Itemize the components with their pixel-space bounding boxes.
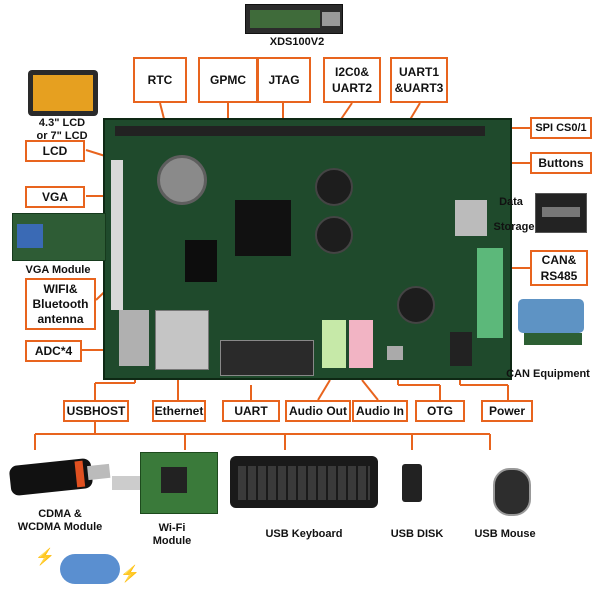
vga-module-caption: VGA Module <box>25 264 91 276</box>
audio-in-label: Audio In <box>352 400 408 422</box>
lightning-icon: ⚡ <box>35 549 55 566</box>
can-equipment-image <box>512 295 590 353</box>
db9-port <box>220 340 314 376</box>
otg-port <box>387 346 403 360</box>
spi-label: SPI CS0/1 <box>530 117 592 139</box>
data-storage-line1: Data <box>499 196 523 208</box>
keyboard-image <box>230 456 378 508</box>
ethernet-label: Ethernet <box>152 400 206 422</box>
usb-keyboard-caption: USB Keyboard <box>265 528 343 540</box>
adc-label: ADC*4 <box>25 340 82 362</box>
audio-out-jack <box>322 320 346 368</box>
buttons-label: Buttons <box>530 152 592 174</box>
usb-mouse-caption: USB Mouse <box>474 528 536 540</box>
power-jack <box>450 332 472 366</box>
uart-label: UART <box>222 400 280 422</box>
vga-label: VGA <box>25 186 85 208</box>
sd-card-image <box>535 193 587 233</box>
audio-out-label: Audio Out <box>285 400 351 422</box>
can-terminal <box>477 248 503 338</box>
xds100v2-caption: XDS100V2 <box>269 36 325 48</box>
i2c-uart2-label: I2C0& UART2 <box>323 57 381 103</box>
rtc-label: RTC <box>133 57 187 103</box>
wifi-module-caption: Wi-Fi Module <box>152 522 192 547</box>
ram-chip <box>185 240 217 282</box>
cpu-chip <box>235 200 291 256</box>
wifi-bluetooth-label: WIFI& Bluetooth antenna <box>25 278 96 330</box>
rtc-battery <box>157 155 207 205</box>
usb-disk-caption: USB DISK <box>390 528 444 540</box>
mouse-image <box>493 468 531 516</box>
can-equipment-caption: CAN Equipment <box>506 368 590 380</box>
gpmc-label: GPMC <box>198 57 258 103</box>
vga-module-image <box>12 213 106 261</box>
uart1-uart3-label: UART1 &UART3 <box>390 57 448 103</box>
xds100v2-image <box>245 4 343 34</box>
lcd-screen-image <box>28 70 98 116</box>
power-label: Power <box>481 400 533 422</box>
usb-plug-image <box>112 476 140 490</box>
capacitor <box>315 168 353 206</box>
board <box>103 118 512 380</box>
sd-slot <box>455 200 487 236</box>
otg-label: OTG <box>415 400 465 422</box>
jtag-label: JTAG <box>257 57 311 103</box>
lcd-label: LCD <box>25 140 85 162</box>
lightning-icon: ⚡ <box>120 566 140 583</box>
cdma-caption: CDMA & WCDMA Module <box>17 508 103 533</box>
usb-disk-image <box>402 464 422 502</box>
cloud-image <box>60 554 120 584</box>
usbhost-label: USBHOST <box>63 400 129 422</box>
capacitor <box>315 216 353 254</box>
capacitor <box>397 286 435 324</box>
audio-in-jack <box>349 320 373 368</box>
lcd-connector <box>111 160 123 310</box>
ethernet-port <box>155 310 209 370</box>
data-storage-line2: Storage <box>493 221 535 233</box>
header-strip <box>115 126 485 136</box>
lcd-caption: 4.3" LCD or 7" LCD <box>36 117 88 142</box>
can-rs485-label: CAN& RS485 <box>530 250 588 286</box>
wifi-module-image <box>140 452 218 514</box>
usb-host-port <box>119 310 149 366</box>
